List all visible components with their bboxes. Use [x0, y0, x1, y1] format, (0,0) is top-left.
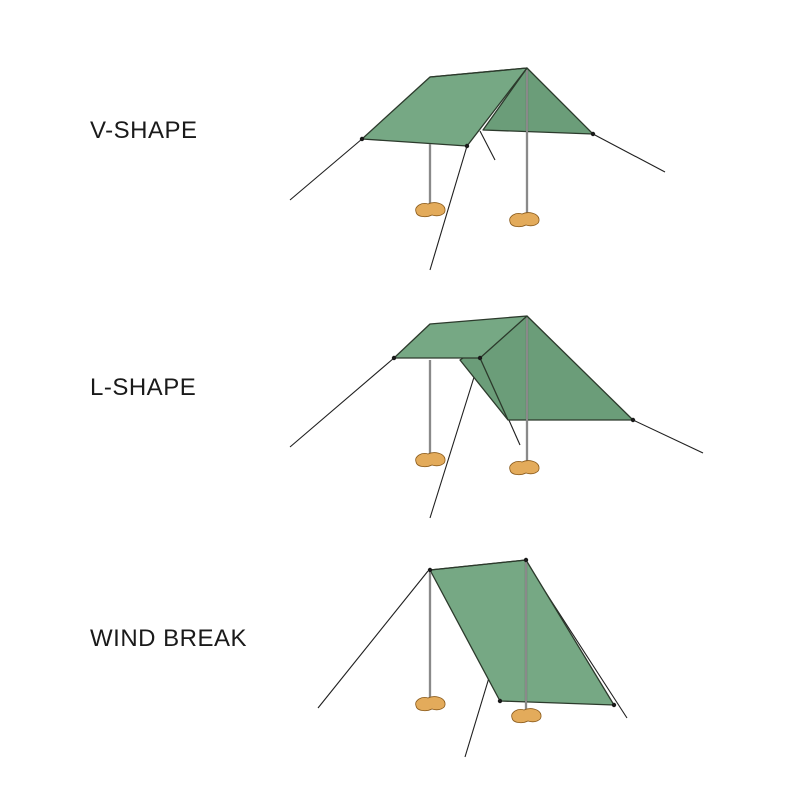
wind-break-label: WIND BREAK — [90, 625, 248, 652]
w-tarp-panel — [429, 559, 615, 706]
v-peg-right — [509, 212, 540, 228]
w-guy-line-left — [317, 570, 429, 709]
l-guy-line-left — [289, 357, 395, 448]
v-shape-illustration — [289, 67, 666, 271]
wind-break-illustration — [317, 557, 628, 758]
w-peg-left — [415, 696, 446, 712]
l-guy-line-front — [429, 357, 481, 519]
l-guy-line-right — [632, 419, 704, 454]
v-guy-line-left — [289, 138, 363, 201]
v-peg-left — [415, 202, 446, 218]
v-guy-line-right — [592, 133, 666, 173]
l-guy-line-inner — [507, 417, 521, 446]
v-shape-label: V-SHAPE — [90, 117, 198, 144]
l-peg-right — [509, 460, 540, 476]
v-guy-line-front — [429, 145, 468, 271]
l-peg-left — [415, 452, 446, 468]
w-peg-right — [511, 708, 542, 724]
v-guy-line-inner — [479, 130, 496, 161]
l-shape-illustration — [289, 315, 704, 519]
v-tarp-back-panel — [482, 67, 594, 135]
l-shape-label: L-SHAPE — [90, 374, 197, 401]
